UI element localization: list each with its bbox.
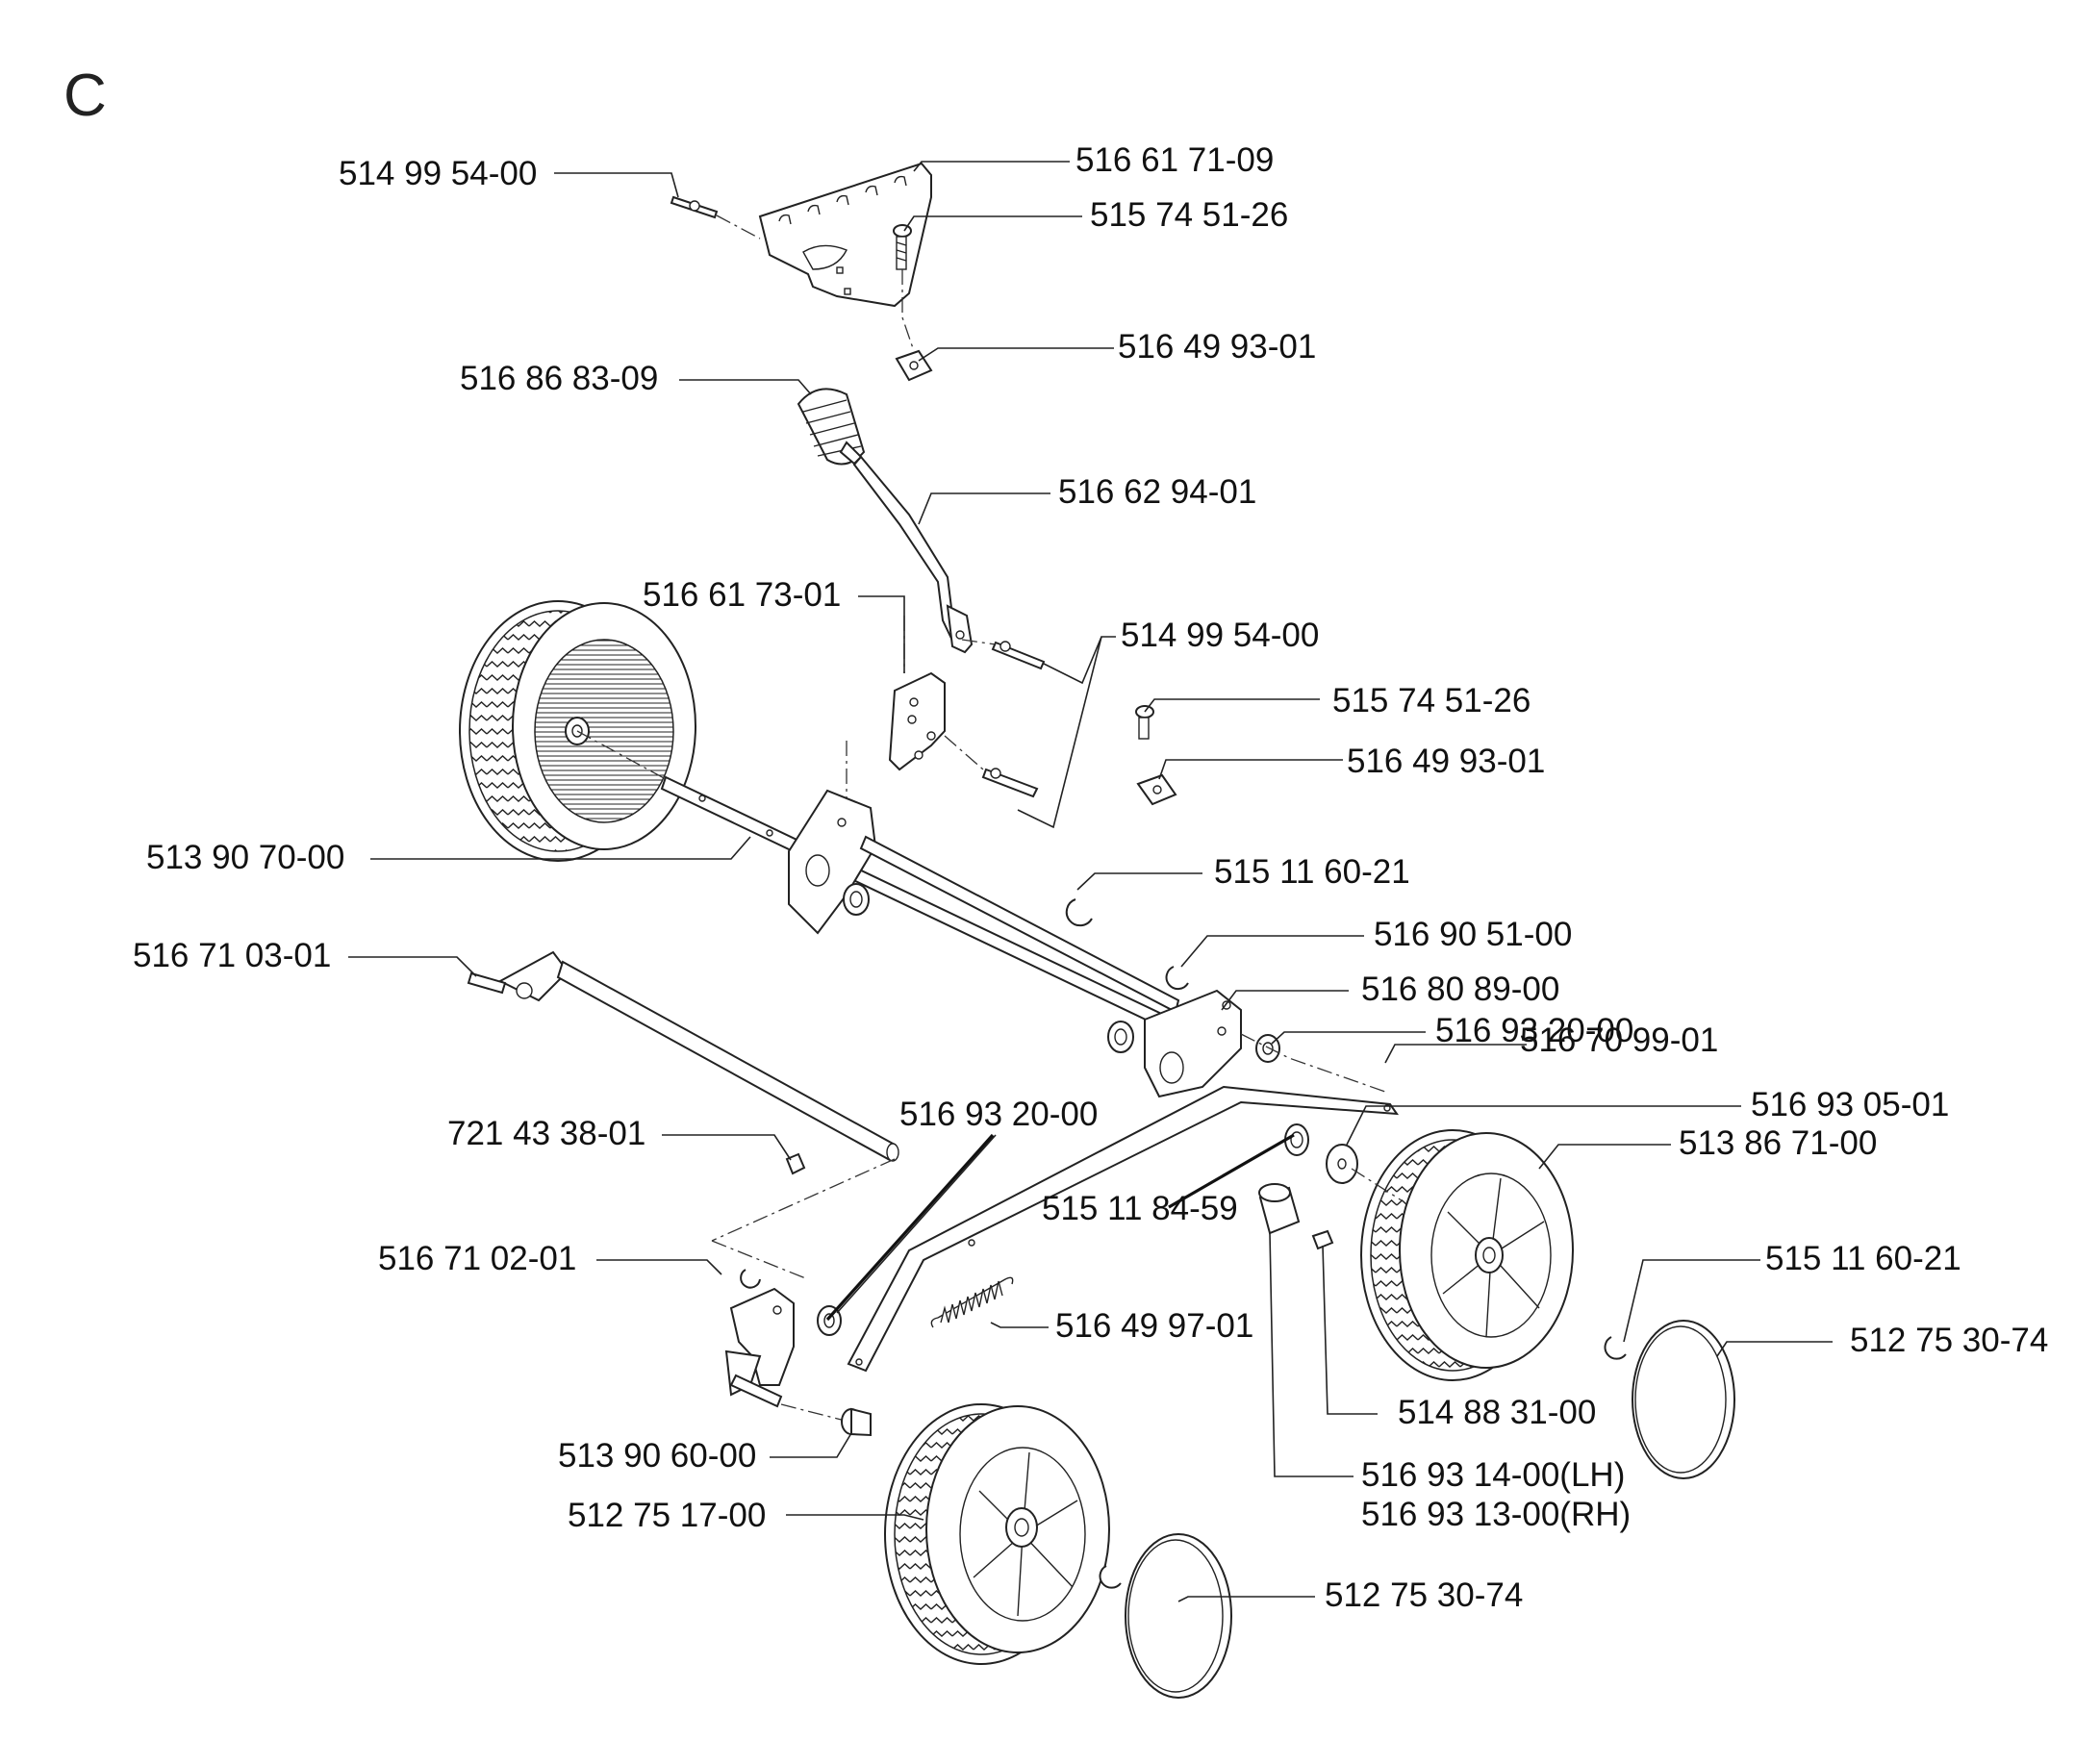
callout-516-80-89-00: 516 80 89-00: [1361, 971, 1559, 1008]
section-letter: C: [63, 63, 107, 129]
rear-axle: [660, 775, 1216, 1052]
washer-lower-right: [1326, 1144, 1358, 1184]
callout-514-99-54-00-mid: 514 99 54-00: [1121, 617, 1319, 654]
bolt-top: [893, 224, 912, 270]
circlip-rear-right: [1604, 1336, 1627, 1360]
washer-bracket: [817, 1305, 842, 1336]
circlip-front: [1099, 1565, 1122, 1589]
nut-plate-right: [1136, 773, 1177, 806]
front-axle: [467, 950, 899, 1162]
rear-wheel-upper: [459, 600, 696, 862]
pin-mid-lower: [981, 768, 1039, 798]
shaft-lower: [729, 1374, 783, 1408]
callout-516-93-13-00-rh: 516 93 13-00(RH): [1361, 1496, 1631, 1533]
callout-514-88-31-00: 514 88 31-00: [1398, 1394, 1596, 1431]
callout-516-49-93-01-top: 516 49 93-01: [1118, 328, 1316, 366]
bushing-right: [1107, 1021, 1134, 1053]
height-bracket: [758, 162, 932, 308]
clip-bracket: [740, 1269, 761, 1289]
callout-515-74-51-26-right: 515 74 51-26: [1332, 682, 1531, 719]
frame-plate-right: [1144, 989, 1242, 1098]
roll-pin: [785, 1152, 806, 1175]
callout-516-49-93-01-right: 516 49 93-01: [1347, 743, 1545, 780]
pivot-plate: [888, 671, 946, 771]
circlip-upper: [1065, 898, 1093, 927]
bushing-front: [841, 1407, 872, 1437]
callout-515-74-51-26-top: 515 74 51-26: [1090, 196, 1288, 234]
callout-516-61-71-09: 516 61 71-09: [1075, 141, 1274, 179]
frame-tube: [859, 835, 1180, 1014]
callout-516-90-51-00: 516 90 51-00: [1374, 916, 1572, 953]
callout-512-75-30-74-front: 512 75 30-74: [1325, 1576, 1523, 1614]
bearing-right: [1284, 1123, 1309, 1156]
callout-516-71-03-01: 516 71 03-01: [133, 937, 331, 974]
hub-cap-lh-rh: [1258, 1183, 1301, 1235]
front-wheel-lower: [841, 1403, 1110, 1665]
callout-514-99-54-00-top: 514 99 54-00: [339, 155, 537, 192]
callout-516-93-20-00-right: 516 93 20-00: [1435, 1012, 1633, 1049]
callout-516-93-20-00-left: 516 93 20-00: [899, 1096, 1098, 1133]
callout-512-75-17-00: 512 75 17-00: [568, 1497, 766, 1534]
circlip-mid: [1165, 966, 1189, 991]
key: [1311, 1229, 1334, 1250]
callout-515-11-60-21-right: 515 11 60-21: [1765, 1240, 1961, 1277]
hubcap-front: [1125, 1533, 1232, 1699]
callout-513-90-60-00: 513 90 60-00: [558, 1437, 756, 1475]
callout-516-70-99-01: 516 70 99-01: [1520, 1021, 1718, 1059]
hubcap-right: [1632, 1320, 1735, 1479]
pin-mid-upper: [991, 641, 1046, 670]
callout-515-11-60-21-upper: 515 11 60-21: [1214, 853, 1410, 891]
callout-513-90-70-00: 513 90 70-00: [146, 839, 344, 876]
bushing-left: [843, 883, 870, 916]
spring: [930, 1276, 1014, 1328]
callout-516-49-97-01: 516 49 97-01: [1055, 1307, 1253, 1345]
callout-516-93-14-00-lh: 516 93 14-00(LH): [1361, 1456, 1625, 1494]
callout-516-86-83-09: 516 86 83-09: [460, 360, 658, 397]
callout-516-93-05-01: 516 93 05-01: [1751, 1086, 1949, 1123]
rear-wheel-right: [1360, 1129, 1574, 1381]
handle-grip: [797, 388, 866, 466]
callout-513-86-71-00: 513 86 71-00: [1679, 1124, 1877, 1162]
callout-512-75-30-74-right: 512 75 30-74: [1850, 1322, 2048, 1359]
callout-516-61-73-01: 516 61 73-01: [643, 576, 841, 614]
callout-516-62-94-01: 516 62 94-01: [1058, 473, 1256, 511]
pin-top: [670, 195, 719, 219]
callout-515-11-84-59: 515 11 84-59: [1042, 1190, 1238, 1227]
frame-plate-left: [788, 789, 877, 935]
callout-516-71-02-01: 516 71 02-01: [378, 1240, 576, 1277]
callout-721-43-38-01: 721 43 38-01: [447, 1115, 645, 1152]
height-lever: [852, 455, 974, 654]
